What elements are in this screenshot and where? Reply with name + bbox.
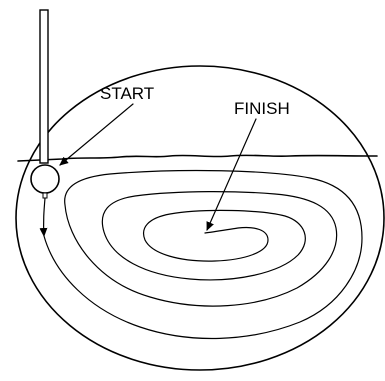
start-pointer-line bbox=[60, 104, 133, 165]
container-circle bbox=[16, 66, 384, 370]
finish-label: FINISH bbox=[234, 99, 290, 118]
start-direction-arrow bbox=[44, 198, 45, 236]
stir-ball bbox=[31, 165, 59, 193]
finish-pointer-line bbox=[207, 119, 256, 230]
stir-rod bbox=[40, 10, 48, 163]
start-label: START bbox=[100, 84, 154, 103]
liquid-surface bbox=[18, 155, 377, 161]
spiral-path bbox=[44, 171, 362, 339]
stir-ball-tip bbox=[43, 193, 47, 198]
